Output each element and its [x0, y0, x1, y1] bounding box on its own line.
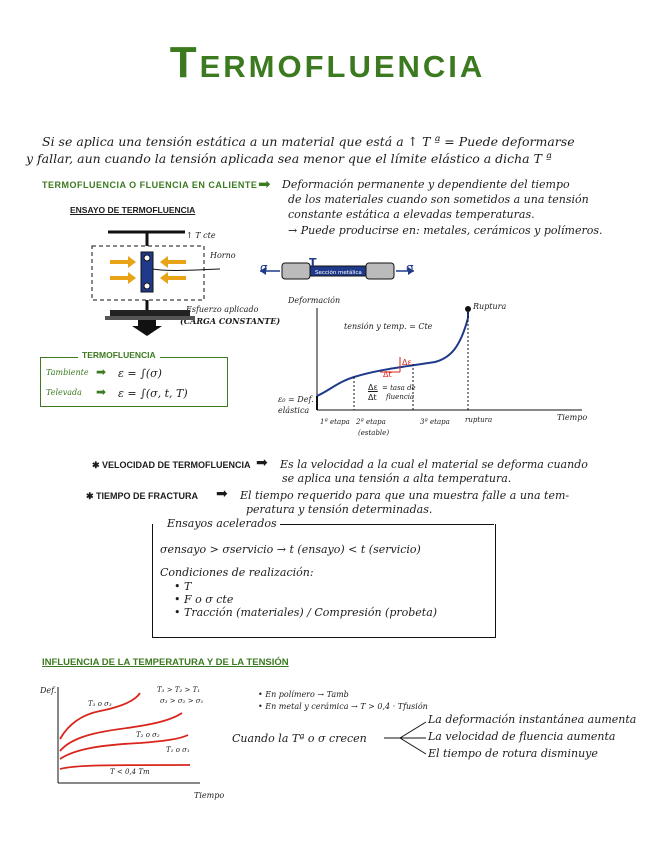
stage-3: 3ª etapa [420, 418, 450, 426]
branch-arrows [384, 721, 427, 755]
velocidad-text-2: se aplica una tensión a alta temperatura… [282, 472, 512, 485]
e0-label-2: elástica [278, 406, 310, 415]
chart-xlabel: Tiempo [557, 413, 588, 422]
stage-1: 1ª etapa [320, 418, 350, 426]
e0-label-1: ε₀ = Def. [278, 395, 314, 404]
cond-bullet-3: • Tracción (materiales) / Compresión (pr… [174, 606, 438, 619]
row2-equation: ε = ∫(σ, t, T) [118, 387, 188, 400]
curve-t3: T₃ o σ₃ [88, 700, 112, 708]
ratio-den: Δt [368, 393, 377, 402]
condiciones-label: Condiciones de realización: [160, 566, 314, 579]
curve-t2: T₂ o σ₂ [136, 731, 160, 739]
velocidad-arrow-icon: ➡ [256, 455, 268, 471]
tiempo-arrow-icon: ➡ [216, 486, 228, 502]
intro-line-2: y fallar, aun cuando la tensión aplicada… [26, 151, 552, 166]
intro-line-1: Si se aplica una tensión estática a un m… [42, 134, 575, 149]
ensayos-acelerados-box [152, 524, 496, 638]
result-1: La deformación instantánea aumenta [428, 713, 637, 726]
ratio-text-2: fluencia [386, 393, 415, 401]
curve-low: T < 0,4 Tm [110, 768, 150, 776]
stage-2: 2ª etapa [356, 418, 386, 426]
inf-xlabel: Tiempo [194, 791, 225, 800]
result-3: El tiempo de rotura disminuye [428, 747, 598, 760]
horno-label: Horno [210, 251, 236, 260]
row1-label: Tambiente [46, 368, 89, 377]
row1-equation: ε = ∫(σ) [118, 367, 162, 380]
ruptura-label: Ruptura [473, 302, 507, 311]
inf-ylabel: Def. [40, 686, 57, 695]
tiempo-text-1: El tiempo requerido para que una muestra… [240, 489, 570, 502]
termo-box-heading: TERMOFLUENCIA [78, 350, 160, 360]
delta-e-label: Δε [402, 358, 412, 367]
ruptura-x-label: ruptura [465, 416, 493, 424]
velocidad-text-1: Es la velocidad a la cual el material se… [280, 458, 588, 471]
temp-cte-label: ↑ T cte [186, 231, 216, 240]
acelerados-line-1: σensayo > σservicio → t (ensayo) < t (se… [160, 543, 421, 556]
furnace-diagram [91, 230, 220, 336]
delta-t-label: Δt [383, 370, 392, 379]
sigma-left: σ [260, 261, 268, 275]
definition-text-4: → Puede producirse en: metales, cerámico… [288, 224, 603, 237]
cond-bullet-1: • T [174, 580, 192, 593]
esfuerzo-label-2: (CARGA CONSTANTE) [180, 316, 281, 326]
chart-ylabel: Deformación [288, 296, 341, 305]
velocidad-heading: ✱ VELOCIDAD DE TERMOFLUENCIA [92, 460, 251, 470]
definition-text-3: constante estática a elevadas temperatur… [288, 208, 535, 221]
acelerados-heading: Ensayos acelerados [164, 517, 280, 530]
definition-text-2: de los materiales cuando son sometidos a… [288, 193, 589, 206]
influencia-heading: INFLUENCIA DE LA TEMPERATURA Y DE LA TEN… [42, 657, 289, 668]
arrow-icon: ➡ [258, 175, 271, 193]
definition-text-1: Deformación permanente y dependiente del… [282, 178, 570, 191]
row2-label: Televada [46, 388, 82, 397]
order-temps: T₃ > T₂ > T₁ [157, 686, 201, 694]
polymer-line: • En polímero → Tamb [258, 690, 349, 699]
esfuerzo-label-1: Esfuerzo aplicado [186, 305, 259, 314]
ratio-text-1: = tasa de [382, 384, 416, 392]
stage-2b: (estable) [358, 429, 390, 437]
cond-bullet-2: • F o σ cte [174, 593, 234, 606]
result-2: La velocidad de fluencia aumenta [428, 730, 616, 743]
definition-heading: TERMOFLUENCIA O FLUENCIA EN CALIENTE [42, 180, 258, 190]
sigma-right: σ [406, 261, 414, 275]
box-top-line [242, 524, 494, 525]
order-sigmas: σ₃ > σ₂ > σ₁ [160, 697, 204, 705]
chart-note: tensión y temp. = Cte [344, 322, 433, 331]
page-title: Termofluencia [169, 38, 486, 87]
cuando-line: Cuando la Tª o σ crecen [232, 732, 367, 745]
specimen-diagram [260, 262, 414, 280]
probe-label: Sección metálica [315, 270, 362, 276]
influence-chart [57, 687, 200, 784]
tension-label: T [309, 256, 317, 269]
ratio-num: Δε [368, 383, 378, 392]
row2-arrow-icon: ➡ [96, 385, 107, 399]
row1-arrow-icon: ➡ [96, 365, 107, 379]
metal-line: • En metal y cerámica → T > 0,4 · Tfusió… [258, 702, 428, 711]
creep-curve-chart [316, 306, 582, 411]
ensayo-heading: ENSAYO DE TERMOFLUENCIA [70, 205, 196, 215]
tiempo-text-2: peratura y tensión determinadas. [246, 503, 433, 516]
tiempo-fractura-heading: ✱ TIEMPO DE FRACTURA [86, 491, 199, 501]
curve-t1: T₁ o σ₁ [166, 746, 190, 754]
